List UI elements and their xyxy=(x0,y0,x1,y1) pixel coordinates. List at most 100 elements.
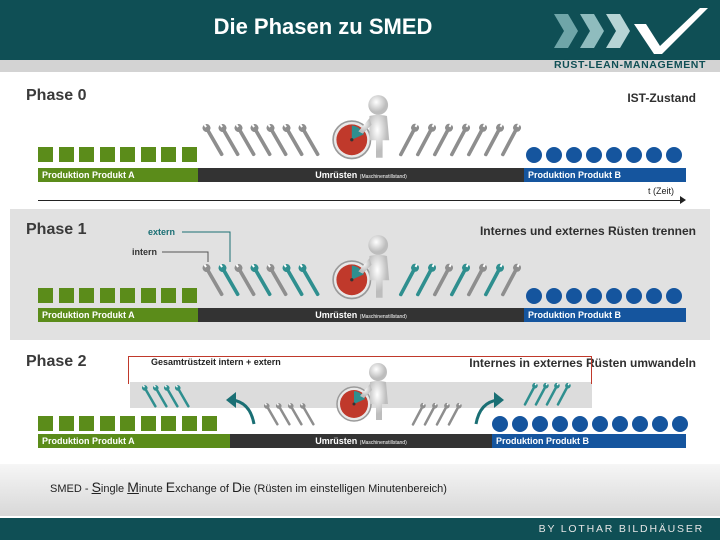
brand-text: RÜST-LEAN-MANAGEMENT xyxy=(554,59,706,71)
wrench-icon xyxy=(464,122,489,159)
produkt-b-unit xyxy=(606,147,622,163)
produkt-b-unit xyxy=(592,416,608,432)
smed-s: S xyxy=(91,479,101,495)
produkt-b-unit xyxy=(626,147,642,163)
produkt-a-unit xyxy=(58,416,74,431)
produkt-a-unit xyxy=(140,288,156,303)
produkt-b-unit xyxy=(586,288,602,304)
wrench-icon xyxy=(297,263,323,300)
wrench-icon xyxy=(201,263,227,300)
wrench-icon xyxy=(265,263,291,300)
produkt-a-unit xyxy=(58,288,74,303)
produkt-a-unit xyxy=(202,416,217,431)
produkt-a-unit xyxy=(38,147,53,162)
produkt-b-unit xyxy=(532,416,548,432)
page-title: Die Phasen zu SMED xyxy=(213,14,433,39)
bottom-bar: BY LOTHAR BILDHÄUSER xyxy=(0,518,720,540)
gesamt-label: Gesamtrüstzeit intern + extern xyxy=(148,357,284,367)
umruesten-note: (Maschinenstillstand) xyxy=(359,440,407,446)
wrench-icon xyxy=(532,382,549,408)
produkt-a-unit xyxy=(161,147,176,162)
wrench-icon xyxy=(299,402,317,428)
phase-1-title: Phase 1 xyxy=(26,221,87,238)
arrow-right-icon xyxy=(474,392,504,425)
smed-m-rest: inute xyxy=(138,483,166,495)
smed-definition: SMED - Single Minute Exchange of Die (Rü… xyxy=(50,479,447,495)
wrench-icon xyxy=(396,122,421,159)
intern-label: intern xyxy=(132,247,158,257)
produkt-b-unit xyxy=(546,288,562,304)
gesamt-bracket xyxy=(128,356,592,384)
brand-strip: RÜST-LEAN-MANAGEMENT xyxy=(0,59,720,72)
bar-umruesten-phase0: Umrüsten (Maschinenstillstand) xyxy=(198,168,524,182)
produkt-b-unit xyxy=(646,288,662,304)
wrench-icon xyxy=(481,262,506,299)
produkt-a-unit xyxy=(140,147,156,162)
wrench-icon xyxy=(396,262,421,299)
produkt-b-unit xyxy=(672,416,688,432)
produkt-a-unit xyxy=(161,288,176,303)
produkt-a-unit xyxy=(38,416,53,431)
wrench-icon xyxy=(498,122,523,159)
produkt-b-unit xyxy=(666,147,682,163)
wrench-icon xyxy=(287,402,305,428)
bar-umruesten-phase2: Umrüsten (Maschinenstillstand) xyxy=(230,434,492,448)
bar-produkt-b-phase2: Produktion Produkt B xyxy=(492,434,686,448)
umruesten-label: Umrüsten xyxy=(315,436,358,446)
wrench-icon xyxy=(421,402,438,428)
wrench-icon xyxy=(141,384,159,410)
produkt-a-unit xyxy=(120,416,135,431)
umruesten-note: (Maschinenstillstand) xyxy=(359,314,407,320)
wrench-icon xyxy=(409,402,426,428)
produkt-a-unit xyxy=(120,147,135,162)
umruesten-note: (Maschinenstillstand) xyxy=(359,174,407,180)
bar-umruesten-phase1: Umrüsten (Maschinenstillstand) xyxy=(198,308,524,322)
wrench-icon xyxy=(543,382,560,408)
phase-0-description: IST-Zustand xyxy=(627,91,696,105)
wrench-icon xyxy=(447,122,472,159)
time-axis-label: t (Zeit) xyxy=(648,186,674,196)
produkt-a-unit xyxy=(161,416,176,431)
smed-prefix: SMED - xyxy=(50,483,92,495)
wrench-icon xyxy=(233,263,259,300)
produkt-b-unit xyxy=(632,416,648,432)
smed-m: M xyxy=(127,479,139,495)
bar-produkt-a-phase0: Produktion Produkt A xyxy=(38,168,198,182)
umruesten-label: Umrüsten xyxy=(315,310,358,320)
smed-d-rest: ie (Rüsten im einstelligen Minutenbereic… xyxy=(242,483,447,495)
wrench-icon xyxy=(481,122,506,159)
wrench-icon xyxy=(152,384,170,410)
produkt-b-unit xyxy=(572,416,588,432)
produkt-a-unit xyxy=(140,416,156,431)
wrench-icon xyxy=(430,122,455,159)
person-icon xyxy=(358,94,390,158)
wrench-icon xyxy=(281,123,307,160)
phase-2-title: Phase 2 xyxy=(26,353,87,370)
wrench-icon xyxy=(498,262,523,299)
produkt-a-unit xyxy=(99,416,115,431)
wrench-icon xyxy=(233,123,259,160)
produkt-b-unit xyxy=(586,147,602,163)
wrench-icon xyxy=(430,262,455,299)
produkt-b-unit xyxy=(646,147,662,163)
wrench-icon xyxy=(249,123,275,160)
produkt-b-unit xyxy=(526,147,542,163)
extern-label: extern xyxy=(148,227,176,237)
author-text: BY LOTHAR BILDHÄUSER xyxy=(538,523,704,535)
wrench-icon xyxy=(275,402,293,428)
produkt-a-unit xyxy=(120,288,135,303)
wrench-icon xyxy=(413,122,438,159)
wrench-icon xyxy=(249,263,275,300)
produkt-b-unit xyxy=(626,288,642,304)
produkt-b-unit xyxy=(666,288,682,304)
wrench-icon xyxy=(521,382,538,408)
wrench-icon xyxy=(445,402,462,428)
wrench-icon xyxy=(447,262,472,299)
phase-2-description: Internes in externes Rüsten umwandeln xyxy=(469,356,696,370)
wrench-icon xyxy=(174,384,192,410)
bar-produkt-a-phase2: Produktion Produkt A xyxy=(38,434,230,448)
umruesten-label: Umrüsten xyxy=(315,170,358,180)
produkt-b-unit xyxy=(566,288,582,304)
phase-1-description: Internes und externes Rüsten trennen xyxy=(479,224,696,238)
produkt-b-unit xyxy=(512,416,528,432)
